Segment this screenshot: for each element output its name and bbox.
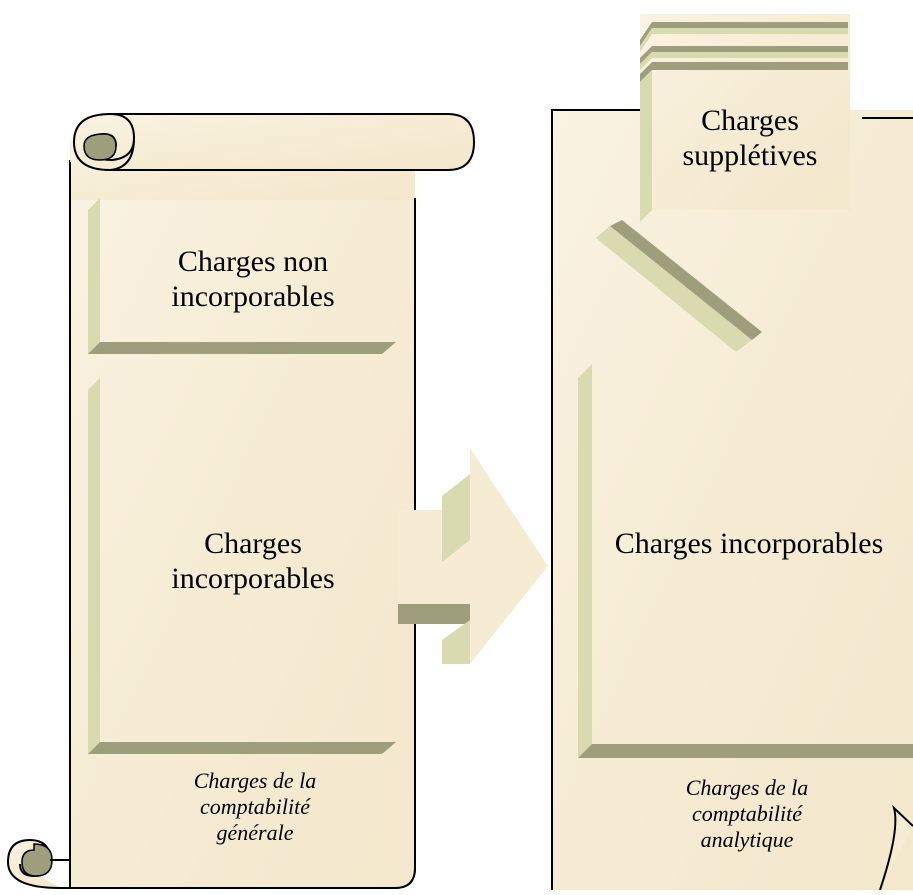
left-top-panel-line-2: incorporables (171, 280, 335, 314)
left-top-panel-bevel (88, 198, 396, 354)
left-scroll-top-roll-edge (109, 137, 135, 171)
right-caption-line-3: analytique (700, 826, 794, 852)
left-top-panel-label: Charges non incorporables (108, 244, 398, 315)
transfer-arrow-bevel-top (442, 474, 470, 562)
right-caption-line-2: comptabilité (692, 800, 802, 826)
left-caption-line-3: générale (216, 819, 294, 845)
left-document-caption: Charges de la comptabilité générale (110, 768, 400, 846)
right-document-diagonal-band-shade (610, 220, 762, 340)
left-scroll-top-roll-shade (83, 133, 117, 161)
right-document-outline (551, 109, 913, 890)
left-main-panel-label: Charges incorporables (108, 526, 398, 597)
right-main-panel-line-1: Charges incorporables (614, 527, 884, 560)
supplementary-tab-stack (640, 14, 850, 222)
transfer-arrow-body (398, 448, 548, 664)
left-caption-line-2: comptabilité (200, 793, 310, 819)
left-caption-line-1: Charges de la (193, 768, 317, 793)
left-scroll-bottom-roll-shade (21, 843, 53, 877)
transfer-arrow-bevel-bottom (398, 604, 470, 624)
right-document-folded-corner (879, 804, 913, 891)
right-document-caption: Charges de la comptabilité analytique (602, 775, 892, 853)
supplementary-tab-label: Charges supplétives (652, 103, 848, 174)
right-document-diagonal-band (596, 226, 752, 352)
left-main-panel-bevel (88, 378, 396, 754)
supplementary-tab-line-2: supplétives (682, 139, 818, 173)
supplementary-tab-line-1: Charges (701, 104, 799, 137)
left-main-panel-line-2: incorporables (171, 562, 335, 596)
right-main-panel-bevel (578, 364, 913, 758)
left-top-panel-line-1: Charges non (177, 245, 329, 278)
right-main-panel-label: Charges incorporables (594, 526, 904, 561)
left-scroll-bottom-edge (60, 867, 416, 889)
left-scroll (6, 113, 476, 889)
transfer-arrow (398, 448, 548, 664)
right-document (551, 14, 913, 891)
left-main-panel-line-1: Charges (204, 527, 302, 560)
right-caption-line-1: Charges de la (685, 775, 809, 800)
left-scroll-top-curl (72, 113, 476, 171)
right-document-paper (552, 110, 913, 890)
transfer-arrow-bevel-side (442, 620, 470, 664)
